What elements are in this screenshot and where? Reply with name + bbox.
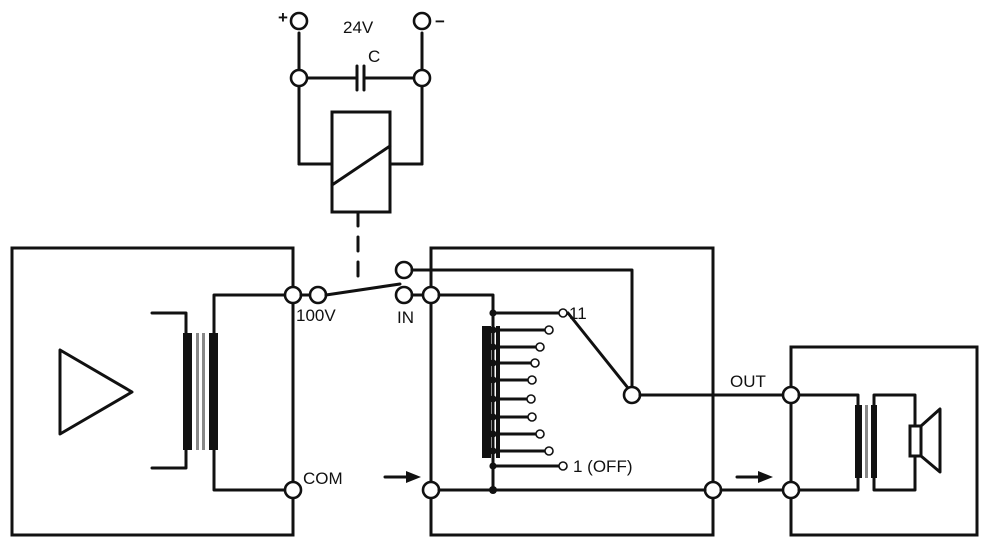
tap-bottom-label: 1 (OFF) bbox=[573, 457, 633, 476]
relay-in-contact bbox=[394, 285, 414, 305]
relay-bypass-contact bbox=[394, 260, 414, 280]
speaker-transformer-primary-top bbox=[797, 393, 860, 407]
selector-pivot-terminal bbox=[622, 385, 642, 405]
attenuator-com-in-terminal bbox=[421, 480, 441, 500]
amplifier-box bbox=[10, 246, 295, 537]
attenuator-in-label: IN bbox=[397, 308, 414, 327]
speaker-box bbox=[789, 345, 979, 537]
amp-100v-terminal bbox=[283, 285, 303, 305]
speaker-transformer-primary-bottom bbox=[797, 476, 860, 492]
relay-common-contact bbox=[308, 285, 328, 305]
tap-junction-dots bbox=[489, 309, 497, 470]
supply-voltage-label: 24V bbox=[343, 18, 374, 37]
relay-switch-arm bbox=[324, 282, 402, 297]
tap-top-label: 11 bbox=[569, 304, 587, 323]
attenuator-block bbox=[421, 246, 784, 537]
capacitor-terminal-left bbox=[289, 68, 309, 88]
autotransformer-core bbox=[482, 326, 500, 458]
amp-com-label: COM bbox=[303, 469, 343, 488]
arrow-right-icon bbox=[383, 471, 421, 483]
attenuator-com-out-terminal bbox=[703, 480, 723, 500]
speaker-block bbox=[719, 345, 979, 537]
amplifier-symbol bbox=[58, 348, 134, 436]
speaker-transformer-secondary-bottom bbox=[872, 454, 917, 492]
relay-contacts bbox=[299, 260, 634, 389]
amplifier-block bbox=[10, 246, 303, 537]
tap-contacts bbox=[526, 308, 568, 471]
supply-plus-label: + bbox=[278, 8, 288, 27]
supply-positive-terminal bbox=[289, 11, 309, 31]
speaker-out-terminal bbox=[781, 385, 801, 405]
tap-leads bbox=[491, 311, 561, 468]
capacitor-label: C bbox=[368, 47, 380, 66]
amp-100v-label: 100V bbox=[296, 306, 336, 325]
capacitor-symbol bbox=[355, 64, 366, 92]
tap-selector-arm bbox=[566, 311, 630, 390]
attenuator-out-label: OUT bbox=[730, 372, 766, 391]
output-transformer-primary bbox=[150, 311, 188, 470]
speaker-com-terminal bbox=[781, 480, 801, 500]
bypass-wire bbox=[410, 268, 634, 389]
supply-circuit bbox=[289, 11, 432, 280]
supply-negative-terminal bbox=[412, 11, 432, 31]
arrow-right-icon bbox=[735, 471, 773, 483]
attenuator-box bbox=[429, 246, 715, 537]
attenuator-in-terminal bbox=[421, 285, 441, 305]
autotransformer-top-wire bbox=[437, 293, 495, 315]
supply-minus-label: − bbox=[435, 12, 445, 31]
speaker-icon bbox=[908, 407, 942, 474]
capacitor-terminal-right bbox=[412, 68, 432, 88]
relay-coil bbox=[330, 110, 392, 214]
speaker-transformer-secondary-top bbox=[872, 393, 917, 428]
common-junction-dot bbox=[489, 486, 497, 494]
output-transformer-secondary bbox=[212, 293, 295, 492]
speaker-transformer-core bbox=[855, 405, 877, 478]
amp-com-terminal bbox=[283, 480, 303, 500]
